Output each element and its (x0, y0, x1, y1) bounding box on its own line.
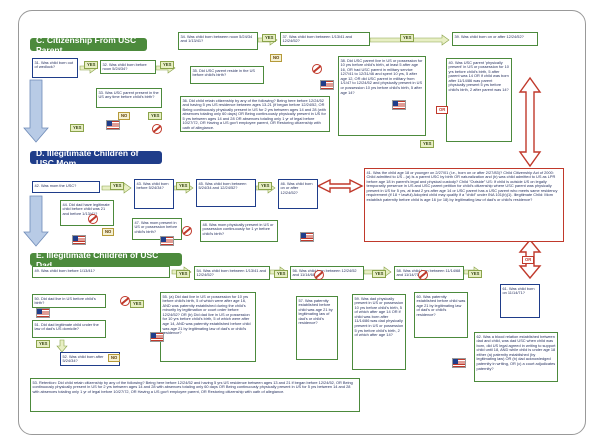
no-citizenship-icon (152, 124, 162, 134)
box-c34: 34. Was child born between noon 5/24/34 … (178, 32, 258, 50)
no-citizenship-icon (88, 214, 98, 224)
label-yes: YES (400, 34, 415, 42)
us-flag-icon (36, 308, 50, 318)
box-e61: 61. Was child born on 11/14/71? (500, 284, 540, 318)
box-e59: 59. Was dad physically present in US or … (352, 294, 406, 370)
label-no: NO (118, 112, 131, 120)
box-c38: 38. Did USC parent live in US or possess… (338, 56, 426, 136)
box-e51: 51. Did dad legitimate child under the l… (32, 320, 106, 338)
box-e50: 50. Did dad live in US before child's bi… (32, 294, 106, 308)
box-c40: 40. Was USC parent 'physically present' … (446, 58, 512, 142)
us-flag-icon (150, 332, 164, 342)
no-citizenship-icon (314, 270, 324, 280)
label-yes: YES (468, 270, 483, 278)
label-no: NO (270, 54, 283, 62)
box-d44: 44. Did dad have legitimate child before… (60, 200, 114, 226)
box-c31: 31. Was child born out of wedlock? (32, 58, 78, 78)
label-yes: YES (130, 300, 145, 308)
section-c-header: C. Citizenship From USC Parent (30, 35, 147, 55)
box-e57: 57. Was paternity established before chi… (296, 296, 338, 360)
box-d46: 46. Was child born on or after 12/24/52? (278, 179, 318, 209)
us-flag-icon (106, 120, 120, 130)
us-flag-icon (452, 358, 466, 368)
label-yes: YES (70, 124, 85, 132)
box-d41: 41. Was the child age 18 or younger on 2… (364, 168, 564, 242)
box-c39: 39. Was child born on or after 12/24/52? (452, 32, 538, 46)
label-or: OR (436, 106, 449, 114)
no-citizenship-icon (312, 64, 322, 74)
no-citizenship-icon (182, 226, 192, 236)
box-e60: 60. Was paternity established before chi… (414, 292, 468, 338)
us-flag-icon (392, 100, 406, 110)
label-yes: YES (274, 270, 289, 278)
label-no: NO (102, 228, 115, 236)
box-d42: 42. Was mom the USC? (32, 181, 100, 193)
label-yes: YES (160, 61, 175, 69)
label-yes: YES (84, 61, 99, 69)
label-yes: YES (372, 270, 387, 278)
us-flag-icon (300, 232, 314, 242)
label-yes: YES (258, 182, 273, 190)
box-c36: 36. Did child retain citizenship by any … (180, 96, 330, 132)
box-e62: 62. Was a blood relation established bet… (474, 332, 558, 382)
label-yes: YES (148, 112, 163, 120)
label-no: NO (108, 354, 121, 362)
box-c32: 32. Was child born before noon 5/24/34? (100, 60, 156, 74)
box-d43: 43. Was child born before 5/24/34? (134, 179, 174, 209)
label-yes: YES (176, 182, 191, 190)
box-e58: 58. Was child born between 11/14/68 and … (394, 266, 464, 280)
box-d48: 48. Was mom physically present in US or … (200, 220, 278, 242)
us-flag-icon (320, 80, 334, 90)
label-yes: YES (420, 140, 435, 148)
section-d-header: D. Illegitimate Children of USC Mom (30, 148, 162, 168)
us-flag-icon (72, 235, 86, 245)
box-d47: 47. Was mom present in US or possession … (132, 218, 182, 240)
box-e54: 54. Was child born between 1/13/41 and 1… (194, 266, 270, 280)
no-citizenship-icon (418, 270, 428, 280)
no-citizenship-icon (120, 296, 130, 306)
label-yes: YES (110, 182, 125, 190)
label-yes: YES (36, 340, 51, 348)
label-yes: YES (176, 270, 191, 278)
box-c35: 35. Did USC parent reside in the US befo… (190, 66, 264, 84)
section-e-header: E. Illegitimate Children of USC Dad (30, 250, 182, 270)
box-c33: 33. Was USC parent present in the US any… (96, 88, 162, 108)
box-e55: 55. (a) Did dad live in US or possession… (160, 292, 256, 362)
label-yes: YES (262, 34, 277, 42)
box-e49: 49. Was child born before 1/13/41? (32, 266, 170, 278)
label-or: OR (522, 256, 535, 264)
box-c37: 37. Was child born between 1/13/41 and 1… (280, 32, 370, 46)
box-e53: 53. Retention: Did child retain citizens… (30, 378, 360, 412)
box-d45: 45. Was child born between 5/24/34 and 1… (196, 179, 256, 207)
us-flag-icon (160, 236, 174, 246)
box-e56: 56. Was child born between 12/24/52 and … (290, 266, 364, 280)
